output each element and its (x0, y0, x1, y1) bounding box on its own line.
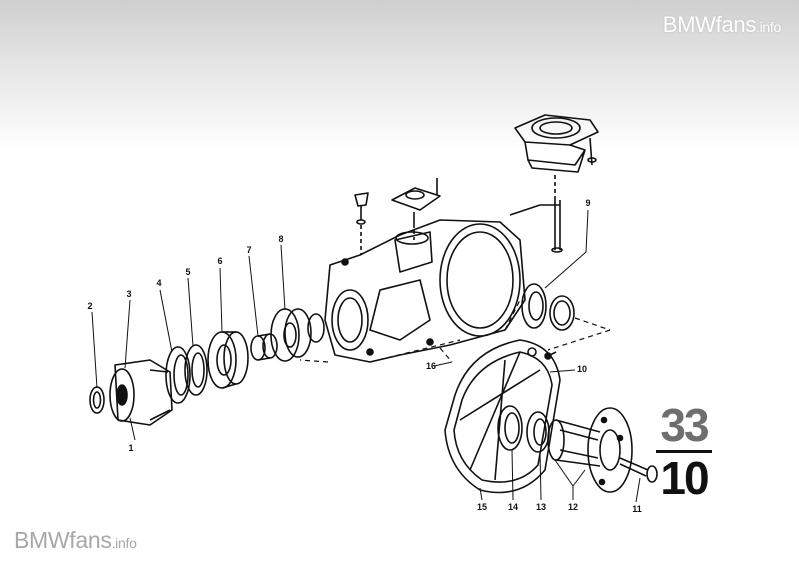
part-mounting-pad (509, 114, 599, 253)
part-13-ring (526, 411, 550, 453)
callout-16: 16 (426, 361, 436, 371)
differential-housing (324, 219, 526, 363)
callout-4: 4 (156, 278, 161, 288)
callout-12: 12 (568, 502, 578, 512)
callout-8: 8 (278, 234, 283, 244)
group-number-divider (656, 450, 712, 453)
part-3-flange (109, 359, 173, 426)
callout-1: 1 (128, 443, 133, 453)
callout-9: 9 (585, 198, 590, 208)
watermark-top-suffix: .info (756, 19, 781, 35)
assembly-dashed-lines (299, 299, 611, 363)
callout-6: 6 (217, 256, 222, 266)
part-cover-plate (354, 178, 441, 255)
header-gradient (0, 0, 799, 150)
callout-3: 3 (126, 289, 131, 299)
callout-13: 13 (536, 502, 546, 512)
part-5-shim (184, 344, 208, 396)
part-11-bolt (619, 457, 658, 483)
callout-7: 7 (246, 245, 251, 255)
callout-10: 10 (577, 364, 587, 374)
watermark-top: BMWfans.info (662, 12, 782, 38)
part-2-seal (89, 386, 105, 414)
watermark-bottom-suffix: .info (111, 535, 137, 551)
callout-11: 11 (632, 504, 642, 514)
part-9-seal (521, 283, 575, 331)
part-4-ring (165, 346, 191, 404)
group-number-main: 33 (660, 399, 709, 451)
watermark-top-brand: BMWfans (662, 12, 757, 37)
group-number-block: 33 10 (652, 402, 716, 501)
group-number-sub: 10 (660, 452, 709, 504)
part-15-rear-cover (444, 339, 561, 494)
callout-leaders (91, 209, 641, 503)
callout-15: 15 (477, 502, 487, 512)
part-8-bearing (270, 308, 325, 362)
callout-2: 2 (87, 301, 92, 311)
part-7-sleeve (250, 333, 278, 361)
watermark-bottom-brand: BMWfans (14, 527, 112, 553)
callout-14: 14 (508, 502, 518, 512)
watermark-bottom: BMWfans.info (14, 527, 137, 554)
callout-5: 5 (185, 267, 190, 277)
part-14-ring (497, 405, 523, 451)
part-6-bearing (207, 331, 249, 389)
callout-labels: 1 2 3 4 5 6 7 8 9 10 11 12 13 14 15 16 (87, 198, 641, 514)
part-12-output-shaft (547, 407, 633, 493)
